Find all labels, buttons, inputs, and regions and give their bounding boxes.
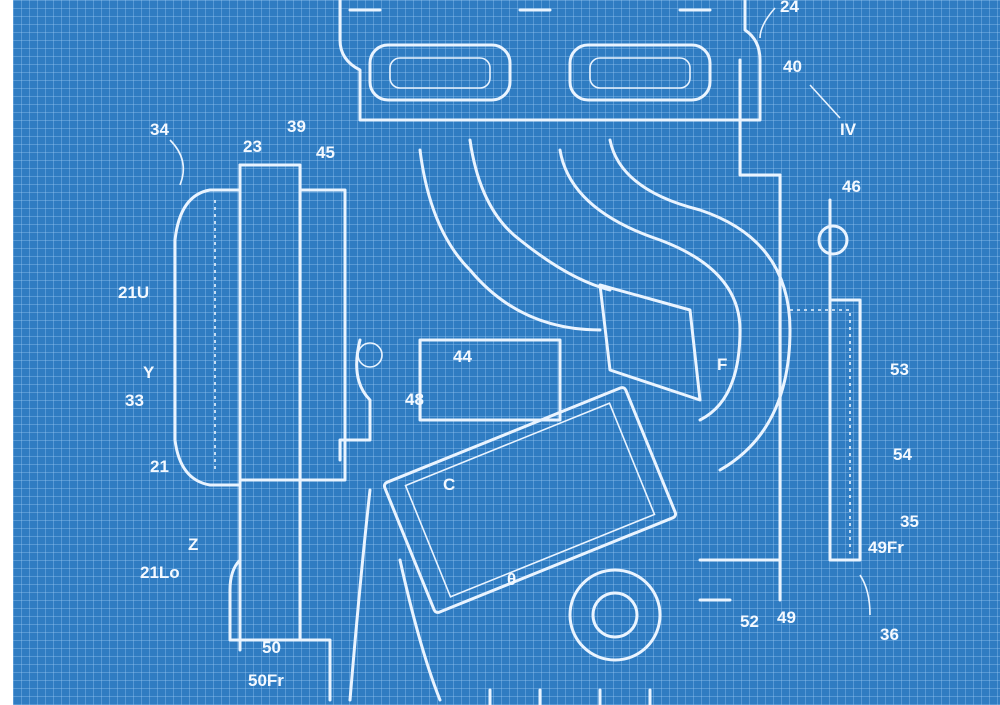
label-34: 34 bbox=[150, 120, 169, 139]
label-21: 21 bbox=[150, 457, 169, 476]
engine-outline bbox=[173, 0, 862, 705]
label-45: 45 bbox=[316, 143, 335, 162]
label-50: 50 bbox=[262, 638, 281, 657]
label-36: 36 bbox=[880, 625, 899, 644]
label-44: 44 bbox=[453, 347, 472, 366]
label-23: 23 bbox=[243, 137, 262, 156]
label-46: 46 bbox=[842, 177, 861, 196]
blueprint-sheet bbox=[13, 0, 1000, 705]
label-48: 48 bbox=[405, 390, 424, 409]
label-50Fr: 50Fr bbox=[248, 671, 284, 690]
label-IV: IV bbox=[840, 120, 857, 139]
label-21Lo: 21Lo bbox=[140, 563, 180, 582]
label-49Fr: 49Fr bbox=[868, 538, 904, 557]
label-21U: 21U bbox=[118, 283, 149, 302]
label-35: 35 bbox=[900, 512, 919, 531]
label-F: F bbox=[717, 355, 727, 374]
label-54: 54 bbox=[893, 445, 912, 464]
label-33: 33 bbox=[125, 391, 144, 410]
label-52: 52 bbox=[740, 612, 759, 631]
label-Y: Y bbox=[143, 363, 155, 382]
reference-labels: 24 40 IV 34 23 39 45 46 21U Y 33 21 44 4… bbox=[118, 0, 919, 690]
leader-lines bbox=[169, 7, 871, 616]
label-24: 24 bbox=[780, 0, 799, 16]
label-40: 40 bbox=[783, 57, 802, 76]
label-C: C bbox=[443, 475, 455, 494]
label-theta: θ bbox=[507, 570, 516, 589]
label-53: 53 bbox=[890, 360, 909, 379]
label-49: 49 bbox=[777, 608, 796, 627]
label-39: 39 bbox=[287, 117, 306, 136]
label-Z: Z bbox=[188, 535, 198, 554]
